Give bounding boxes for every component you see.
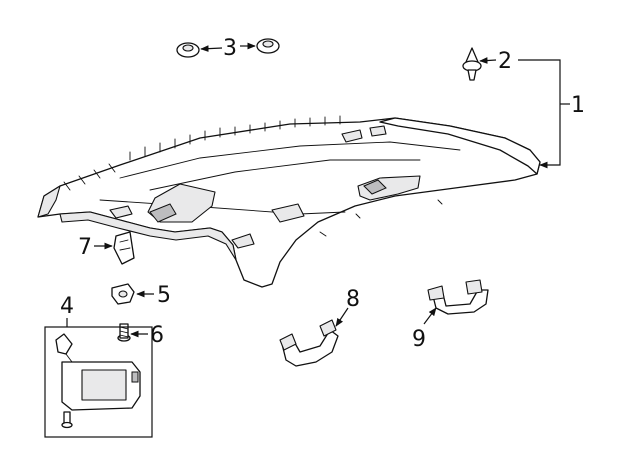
push-pin-retainer-icon — [462, 47, 482, 81]
grommet-pair-icon — [176, 38, 280, 58]
callout-5: 5 — [157, 283, 171, 308]
visor-bracket-icon — [111, 283, 135, 305]
assist-handle-rear-icon — [427, 279, 489, 315]
clip-icon — [113, 231, 135, 265]
callout-4: 4 — [60, 294, 74, 319]
headliner-panel-icon — [37, 115, 541, 288]
callout-1: 1 — [571, 93, 585, 118]
callout-3: 3 — [223, 36, 237, 61]
callout-8: 8 — [346, 287, 360, 312]
callout-6: 6 — [150, 323, 164, 348]
leader-lines — [66, 42, 570, 338]
sun-visor-assembly-icon — [44, 326, 153, 438]
callout-9: 9 — [412, 327, 426, 352]
callout-labels: 1 2 3 4 5 6 7 8 9 — [60, 36, 585, 352]
callout-7: 7 — [78, 235, 92, 260]
assist-handle-front-icon — [279, 319, 339, 367]
callout-2: 2 — [498, 49, 512, 74]
